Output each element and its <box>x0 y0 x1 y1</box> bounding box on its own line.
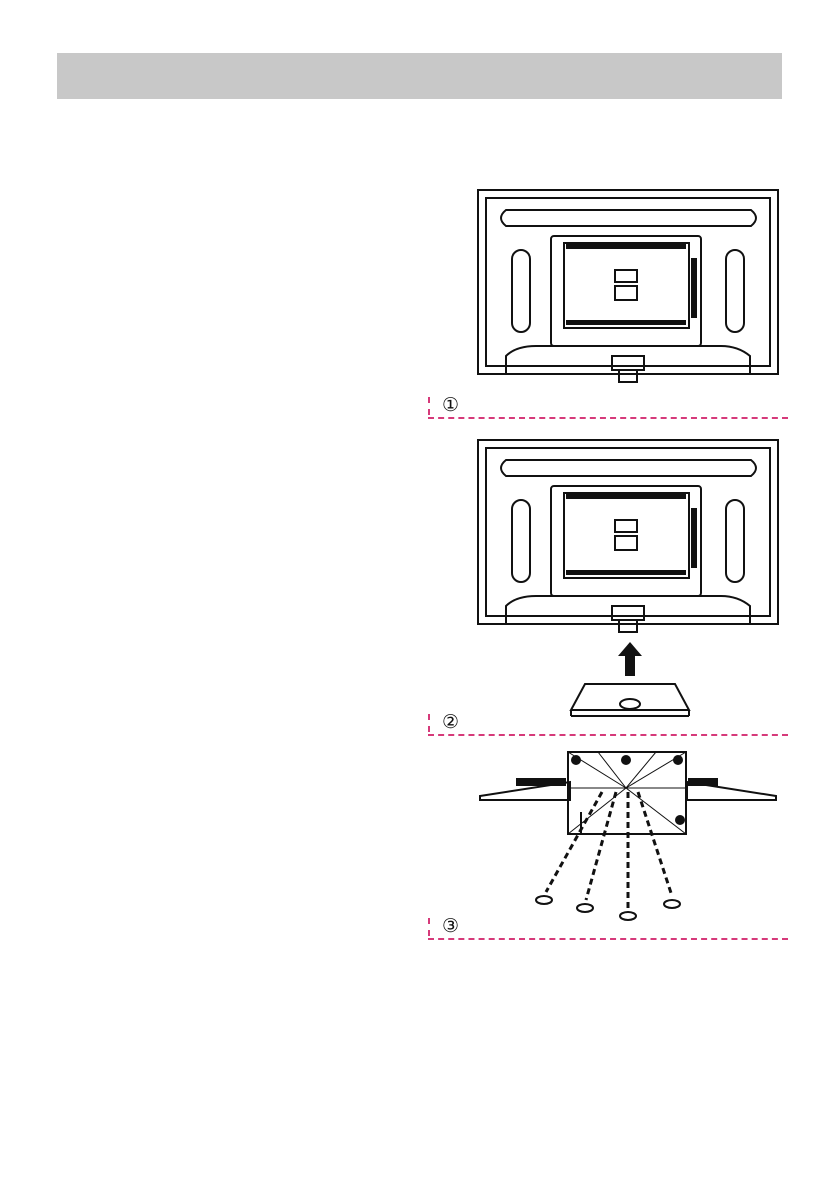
step-2-divider-tick <box>428 714 430 732</box>
step-3-marker: ③ <box>442 916 459 936</box>
tv-back-illustration-2 <box>476 438 781 638</box>
step-2-marker: ② <box>442 712 459 732</box>
tv-back-figure-step2 <box>476 438 781 638</box>
step-1-divider-tick <box>428 397 430 415</box>
step-1-marker: ① <box>442 395 459 415</box>
tv-back-illustration <box>476 188 781 388</box>
stand-with-arrow-illustration <box>565 640 695 720</box>
tv-back-figure-step1 <box>476 188 781 388</box>
screw-attachment-illustration <box>476 748 781 923</box>
step-1-divider <box>428 417 788 419</box>
step-3-divider-tick <box>428 918 430 936</box>
step-2-divider <box>428 734 788 736</box>
screw-attach-figure <box>476 748 781 923</box>
step-3-divider <box>428 938 788 940</box>
stand-base-figure <box>565 640 695 720</box>
section-header-bar <box>57 53 782 99</box>
